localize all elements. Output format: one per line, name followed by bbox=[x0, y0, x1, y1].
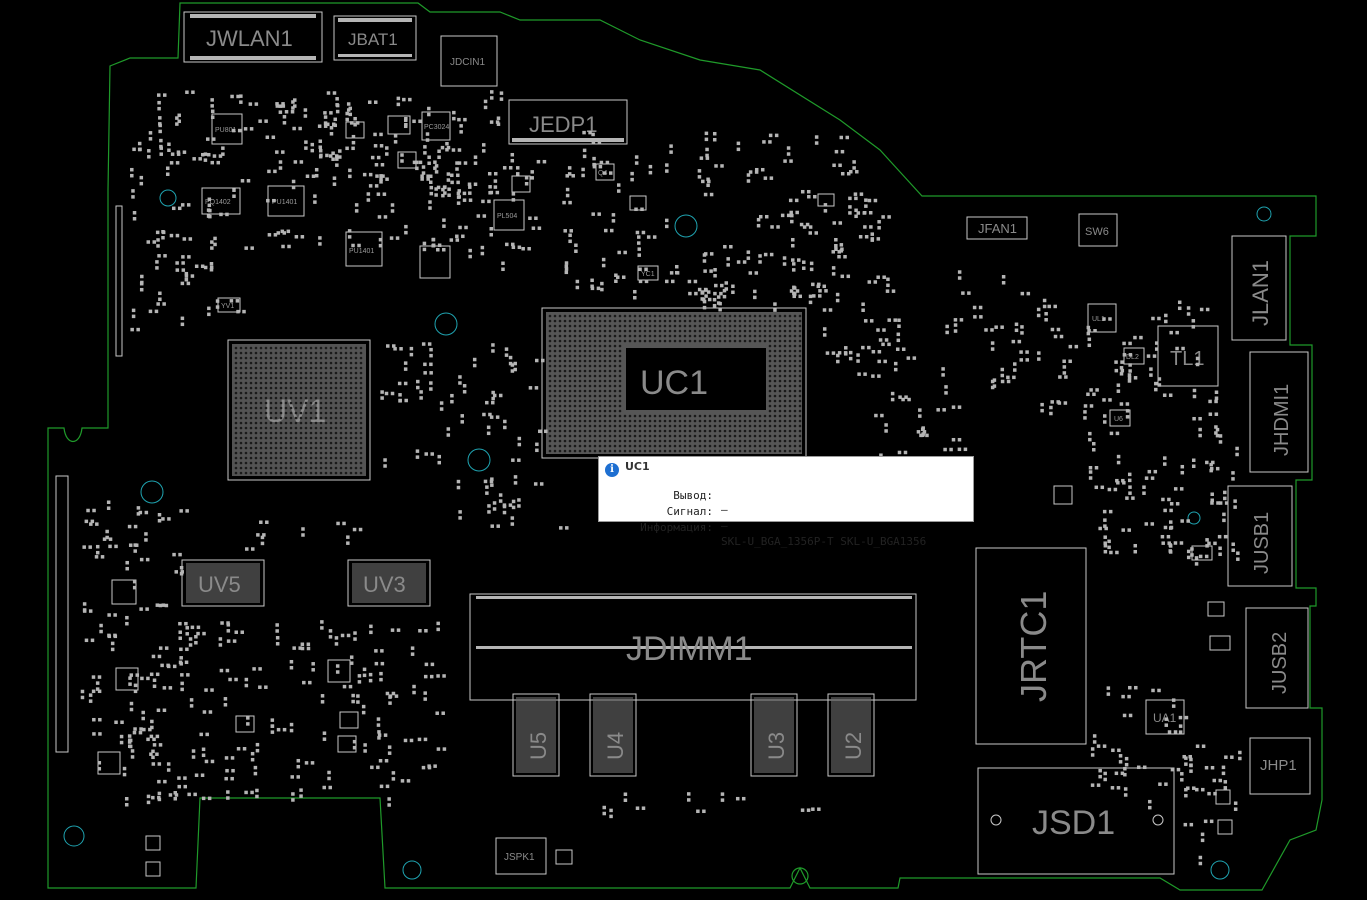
yc1-label: YC1 bbox=[641, 271, 655, 278]
jfan1-label: JFAN1 bbox=[978, 221, 1017, 236]
yv1-label: YV1 bbox=[221, 303, 234, 310]
tooltip-title: UC1 bbox=[625, 460, 650, 473]
jdimm1-label: JDIMM1 bbox=[626, 630, 753, 668]
jusb2-connector[interactable]: JUSB2 bbox=[1245, 607, 1309, 709]
pl504-label: PL504 bbox=[497, 213, 517, 220]
u2-label: U2 bbox=[841, 732, 866, 760]
pu1401b-label: PU1401 bbox=[349, 248, 374, 255]
jedp1-connector[interactable]: JEDP1 bbox=[508, 99, 628, 145]
small-components: PU801 PQ1402 PU1401 PU1401 PC3024 PL504 … bbox=[97, 111, 1233, 877]
ua1-audio-codec[interactable]: UA1 bbox=[1145, 699, 1185, 735]
uv3-memory-chip[interactable]: UV3 bbox=[347, 559, 431, 607]
tooltip-value: SKL-U_BGA_1356P-T SKL-U_BGA1356 bbox=[721, 535, 927, 548]
jdcin1-label: JDCIN1 bbox=[450, 57, 485, 68]
u5-label: U5 bbox=[526, 732, 551, 760]
uv5-memory-chip[interactable]: UV5 bbox=[181, 559, 265, 607]
tooltip-row-pin: Вывод: — bbox=[599, 475, 975, 516]
tl1-transformer[interactable]: TL1 bbox=[1157, 325, 1219, 387]
jbat1-label: JBAT1 bbox=[348, 30, 398, 49]
dl2-label: DL2 bbox=[1126, 354, 1139, 361]
jwlan1-connector[interactable]: JWLAN1 bbox=[183, 11, 323, 63]
jhp1-label: JHP1 bbox=[1260, 757, 1297, 774]
u4-label: U4 bbox=[603, 732, 628, 760]
sw6-switch[interactable]: SW6 bbox=[1078, 213, 1118, 247]
tooltip-key: Сигнал: bbox=[666, 505, 713, 518]
jhp1-connector[interactable]: JHP1 bbox=[1249, 737, 1311, 795]
jusb2-label: JUSB2 bbox=[1269, 632, 1291, 694]
jedp1-label: JEDP1 bbox=[529, 112, 597, 137]
jdcin1-connector[interactable]: JDCIN1 bbox=[440, 35, 498, 87]
pq1402-label: PQ1402 bbox=[205, 199, 231, 206]
board-outline bbox=[47, 2, 1323, 891]
uv3-label: UV3 bbox=[363, 572, 406, 597]
passive-pads bbox=[80, 90, 1242, 866]
jrtc1-connector[interactable]: JRTC1 bbox=[975, 547, 1087, 745]
jbat1-connector[interactable]: JBAT1 bbox=[333, 15, 417, 61]
tooltip-value: — bbox=[721, 503, 728, 516]
vias bbox=[63, 189, 1272, 880]
jusb1-connector[interactable]: JUSB1 bbox=[1227, 485, 1293, 587]
info-icon: i bbox=[605, 463, 619, 477]
jspk1-label: JSPK1 bbox=[504, 852, 535, 863]
left-strip-connector bbox=[55, 205, 123, 753]
jspk1-connector[interactable]: JSPK1 bbox=[495, 837, 547, 875]
u3-memory-chip[interactable]: U3 bbox=[750, 693, 798, 777]
q4-label: Q4 bbox=[598, 170, 607, 177]
uv1-gpu-bga[interactable]: UV1 bbox=[227, 339, 371, 481]
tooltip-row-signal: Сигнал: — bbox=[599, 491, 975, 532]
sw6-label: SW6 bbox=[1085, 226, 1109, 238]
tooltip-key: Информация: bbox=[640, 521, 713, 534]
ul1-label: UL1 bbox=[1092, 316, 1105, 323]
tooltip-key: Вывод: bbox=[673, 489, 713, 502]
u4-memory-chip[interactable]: U4 bbox=[589, 693, 637, 777]
u3-label: U3 bbox=[764, 732, 789, 760]
u6-label: U6 bbox=[1114, 416, 1123, 423]
jhdmi1-label: JHDMI1 bbox=[1271, 384, 1293, 456]
jsd1-card-slot[interactable]: JSD1 bbox=[977, 767, 1175, 875]
jlan1-label: JLAN1 bbox=[1248, 260, 1273, 326]
pu801-label: PU801 bbox=[215, 127, 237, 134]
uc1-label: UC1 bbox=[640, 364, 708, 402]
jwlan1-label: JWLAN1 bbox=[206, 26, 293, 51]
component-info-tooltip: i UC1 Вывод: — Сигнал: — Информация: SKL… bbox=[598, 456, 975, 548]
u2-memory-chip[interactable]: U2 bbox=[827, 693, 875, 777]
u5-memory-chip[interactable]: U5 bbox=[512, 693, 560, 777]
pu1401-label: PU1401 bbox=[272, 199, 297, 206]
jusb1-label: JUSB1 bbox=[1251, 512, 1273, 574]
jdimm1-slot[interactable]: JDIMM1 bbox=[469, 593, 917, 701]
jhdmi1-connector[interactable]: JHDMI1 bbox=[1249, 351, 1309, 473]
jfan1-connector[interactable]: JFAN1 bbox=[966, 216, 1028, 240]
tooltip-value: — bbox=[721, 519, 728, 532]
jlan1-connector[interactable]: JLAN1 bbox=[1231, 235, 1287, 341]
jsd1-label: JSD1 bbox=[1032, 804, 1115, 842]
jrtc1-label: JRTC1 bbox=[1013, 591, 1054, 702]
pc3024-label: PC3024 bbox=[424, 124, 449, 131]
uv5-label: UV5 bbox=[198, 572, 241, 597]
tooltip-row-info: Информация: SKL-U_BGA_1356P-T SKL-U_BGA1… bbox=[599, 507, 975, 548]
